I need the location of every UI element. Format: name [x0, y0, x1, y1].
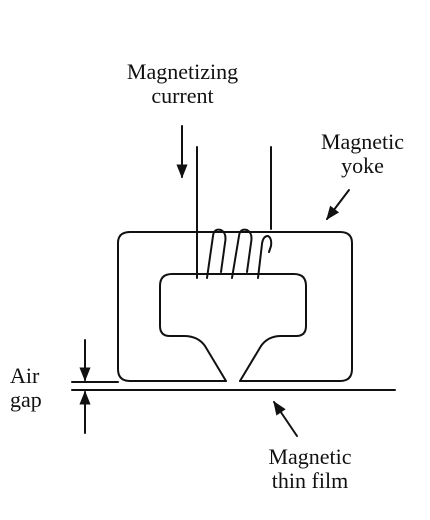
magnetic-yoke-label-line2: yoke [341, 153, 384, 178]
yoke-inner-outline [159, 273, 307, 382]
coil-winding-3 [257, 235, 273, 279]
magnetic-thin-film-label-line1: Magnetic [268, 444, 352, 469]
air-gap-label: Air gap [10, 364, 70, 412]
thin-film-arrow [273, 400, 298, 437]
magnetic-yoke-label-line1: Magnetic [320, 129, 405, 154]
coil-winding-2 [231, 228, 253, 279]
magnetic-yoke-label: Magnetic yoke [300, 130, 425, 178]
magnetic-thin-film-label-line2: thin film [271, 468, 349, 493]
yoke-outer-outline [117, 231, 353, 382]
magnetizing-current-label-line2: current [151, 83, 214, 108]
air-gap-label-line2: gap [10, 387, 42, 412]
coil-winding-1 [206, 228, 227, 279]
magnetic-yoke-arrow [326, 189, 350, 221]
magnetizing-current-label: Magnetizing current [100, 60, 265, 108]
air-gap-label-line1: Air [10, 363, 40, 388]
magnetizing-current-label-line1: Magnetizing [126, 59, 239, 84]
magnetic-thin-film-label: Magnetic thin film [245, 445, 375, 493]
